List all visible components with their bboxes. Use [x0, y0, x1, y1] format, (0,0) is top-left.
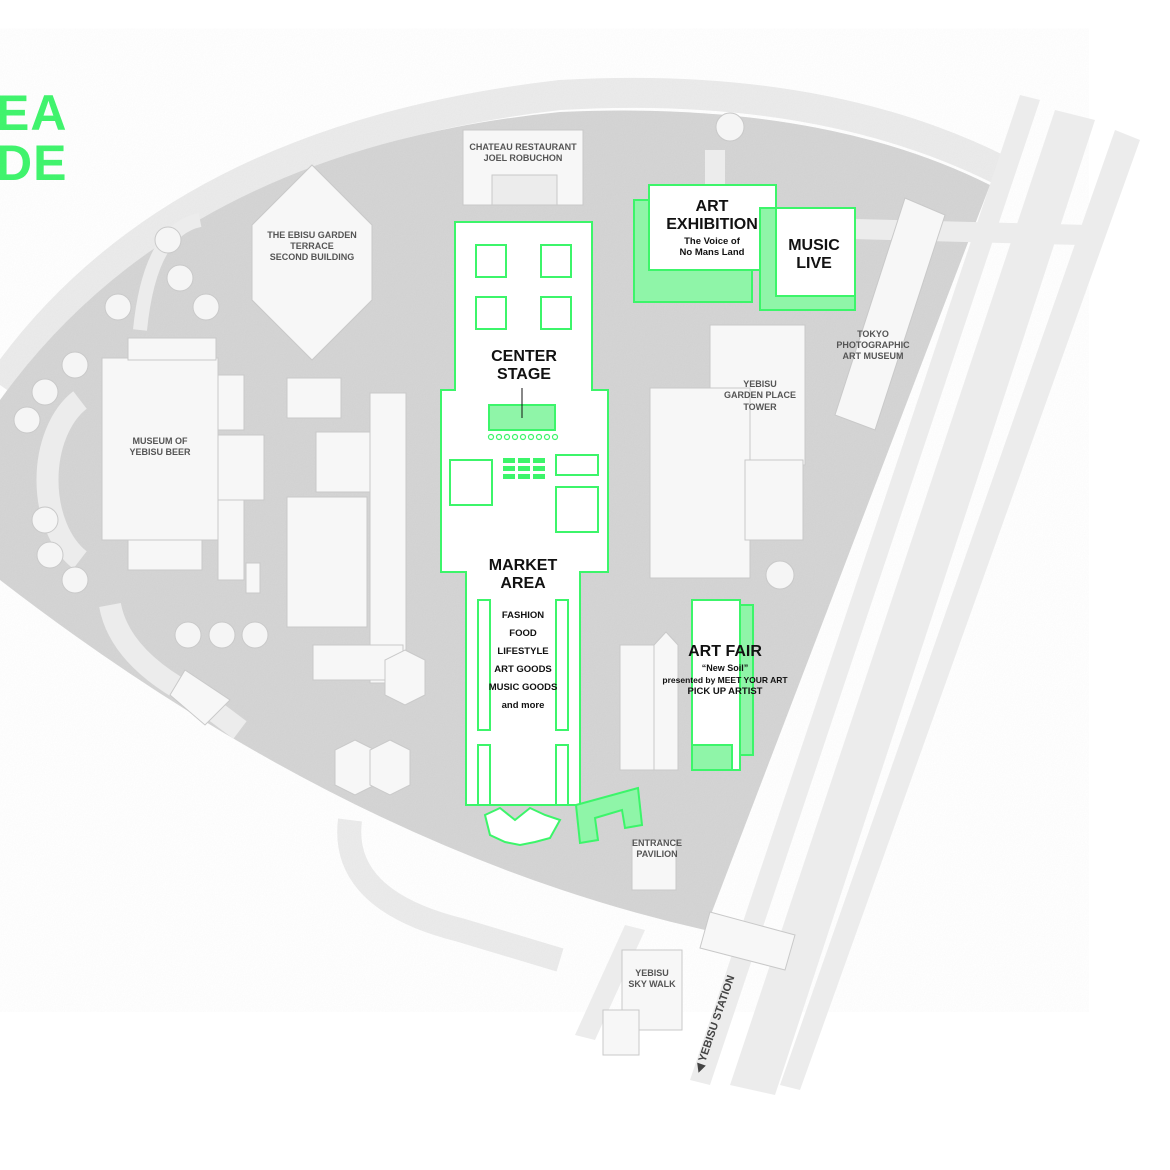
svg-text:THE EBISU GARDEN: THE EBISU GARDEN: [267, 230, 357, 240]
svg-text:MUSIC: MUSIC: [788, 237, 840, 254]
svg-text:“New Soil”: “New Soil”: [702, 663, 749, 673]
svg-text:The Voice of: The Voice of: [684, 236, 741, 247]
svg-text:PICK UP ARTIST: PICK UP ARTIST: [688, 686, 763, 697]
trees: [13, 112, 795, 649]
svg-text:ART: ART: [696, 198, 729, 215]
svg-text:GARDEN PLACE: GARDEN PLACE: [724, 390, 796, 400]
svg-text:and more: and more: [502, 700, 545, 711]
svg-text:ENTRANCE: ENTRANCE: [632, 838, 682, 848]
music-live-area: [759, 207, 856, 311]
svg-text:SKY WALK: SKY WALK: [628, 979, 676, 989]
svg-text:JOEL ROBUCHON: JOEL ROBUCHON: [484, 153, 563, 163]
svg-text:AREA: AREA: [500, 575, 546, 592]
svg-text:YEBISU: YEBISU: [743, 379, 777, 389]
art-fair-area: [691, 599, 754, 771]
svg-text:CENTER: CENTER: [491, 348, 557, 365]
svg-text:MUSEUM OF: MUSEUM OF: [133, 436, 189, 446]
svg-text:presented by MEET YOUR ART: presented by MEET YOUR ART: [662, 675, 788, 685]
svg-text:MARKET: MARKET: [489, 557, 558, 574]
outer-road: [0, 77, 1007, 394]
svg-text:STAGE: STAGE: [497, 366, 551, 383]
svg-text:No Mans Land: No Mans Land: [680, 247, 745, 258]
svg-text:PHOTOGRAPHIC: PHOTOGRAPHIC: [836, 340, 910, 350]
svg-text:ART FAIR: ART FAIR: [688, 643, 762, 660]
svg-text:LIVE: LIVE: [796, 255, 832, 272]
svg-text:TOKYO: TOKYO: [857, 329, 889, 339]
center-stage-market-area: [440, 221, 644, 847]
svg-text:EXHIBITION: EXHIBITION: [666, 216, 758, 233]
svg-text:YEBISU BEER: YEBISU BEER: [129, 447, 191, 457]
svg-text:LIFESTYLE: LIFESTYLE: [497, 646, 548, 657]
svg-text:PAVILION: PAVILION: [636, 849, 677, 859]
svg-text:CHATEAU RESTAURANT: CHATEAU RESTAURANT: [469, 142, 577, 152]
guide-title-line2: DE: [0, 135, 68, 191]
buildings: [101, 129, 946, 1056]
svg-text:TOWER: TOWER: [743, 402, 777, 412]
lower-road: [337, 818, 564, 972]
svg-text:YEBISU: YEBISU: [635, 968, 669, 978]
svg-text:TERRACE: TERRACE: [290, 241, 334, 251]
railway: [730, 110, 1095, 1095]
svg-text:FOOD: FOOD: [509, 628, 537, 639]
svg-text:ART GOODS: ART GOODS: [494, 664, 552, 675]
svg-text:SECOND BUILDING: SECOND BUILDING: [270, 252, 355, 262]
guide-title-line1: EA: [0, 85, 68, 141]
label-art-fair: ART FAIR “New Soil” presented by MEET YO…: [662, 643, 788, 697]
svg-text:FASHION: FASHION: [502, 610, 544, 621]
svg-text:ART MUSEUM: ART MUSEUM: [843, 351, 904, 361]
svg-text:MUSIC GOODS: MUSIC GOODS: [489, 682, 558, 693]
